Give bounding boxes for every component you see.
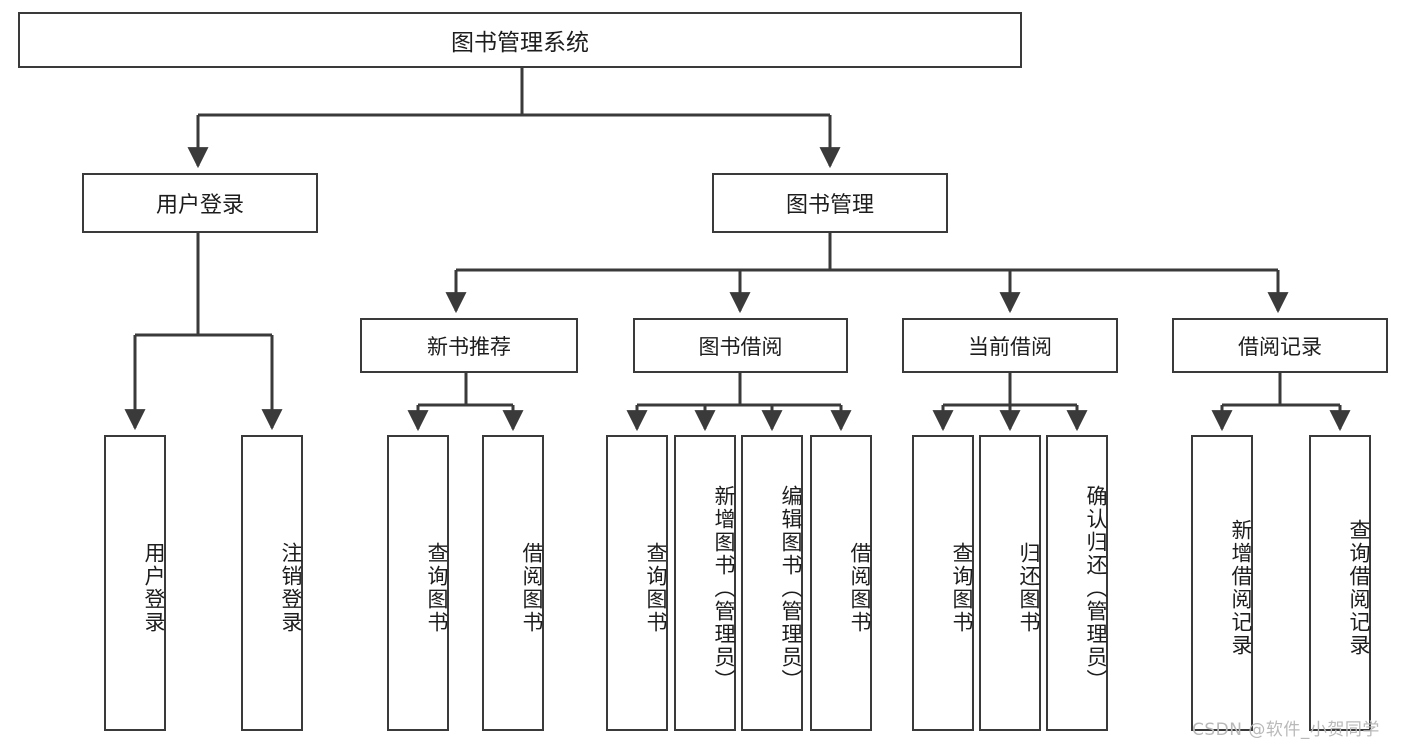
node-leaf-query-book-1-label: 查询图书 [425,542,449,634]
node-leaf-user-login[interactable]: 用户登录 [104,435,166,731]
csdn-watermark: CSDN @软件_小贺同学 [1192,720,1380,740]
node-current-borrow-label: 当前借阅 [968,334,1052,359]
node-leaf-query-book-2-label: 查询图书 [644,542,668,634]
node-leaf-return-book-label: 归还图书 [1017,542,1041,634]
node-borrow-record-label: 借阅记录 [1238,334,1322,359]
node-user-login-label: 用户登录 [155,193,244,218]
node-leaf-borrow-book-2-label: 借阅图书 [848,542,872,634]
node-leaf-confirm-return[interactable]: 确认归还（管理员） [1046,435,1108,731]
node-leaf-query-book-1[interactable]: 查询图书 [387,435,449,731]
node-new-book-recommend-label: 新书推荐 [427,334,511,359]
node-borrow-record[interactable]: 借阅记录 [1172,318,1388,373]
node-leaf-query-record-label: 查询借阅记录 [1347,519,1371,657]
node-user-login[interactable]: 用户登录 [82,173,318,233]
node-leaf-borrow-book-1-label: 借阅图书 [520,542,544,634]
node-root[interactable]: 图书管理系统 [18,12,1022,68]
node-book-borrow[interactable]: 图书借阅 [633,318,848,373]
node-leaf-borrow-book-2[interactable]: 借阅图书 [810,435,872,731]
node-leaf-confirm-return-label: 确认归还（管理员） [1084,484,1108,692]
node-leaf-logout[interactable]: 注销登录 [241,435,303,731]
node-root-label: 图书管理系统 [451,30,589,56]
node-leaf-logout-label: 注销登录 [279,542,303,634]
node-leaf-add-record[interactable]: 新增借阅记录 [1191,435,1253,731]
node-leaf-add-record-label: 新增借阅记录 [1229,519,1253,657]
node-leaf-edit-book[interactable]: 编辑图书（管理员） [741,435,803,731]
node-leaf-borrow-book-1[interactable]: 借阅图书 [482,435,544,731]
node-leaf-query-record[interactable]: 查询借阅记录 [1309,435,1371,731]
node-leaf-add-book-label: 新增图书（管理员） [712,484,736,692]
node-new-book-recommend[interactable]: 新书推荐 [360,318,578,373]
node-leaf-query-book-2[interactable]: 查询图书 [606,435,668,731]
node-leaf-return-book[interactable]: 归还图书 [979,435,1041,731]
node-leaf-edit-book-label: 编辑图书（管理员） [779,484,803,692]
node-leaf-user-login-label: 用户登录 [142,542,166,634]
node-book-manage-label: 图书管理 [785,193,874,218]
node-leaf-query-book-3-label: 查询图书 [950,542,974,634]
node-leaf-query-book-3[interactable]: 查询图书 [912,435,974,731]
node-book-manage[interactable]: 图书管理 [712,173,948,233]
node-leaf-add-book[interactable]: 新增图书（管理员） [674,435,736,731]
node-book-borrow-label: 图书借阅 [698,334,783,359]
node-current-borrow[interactable]: 当前借阅 [902,318,1118,373]
